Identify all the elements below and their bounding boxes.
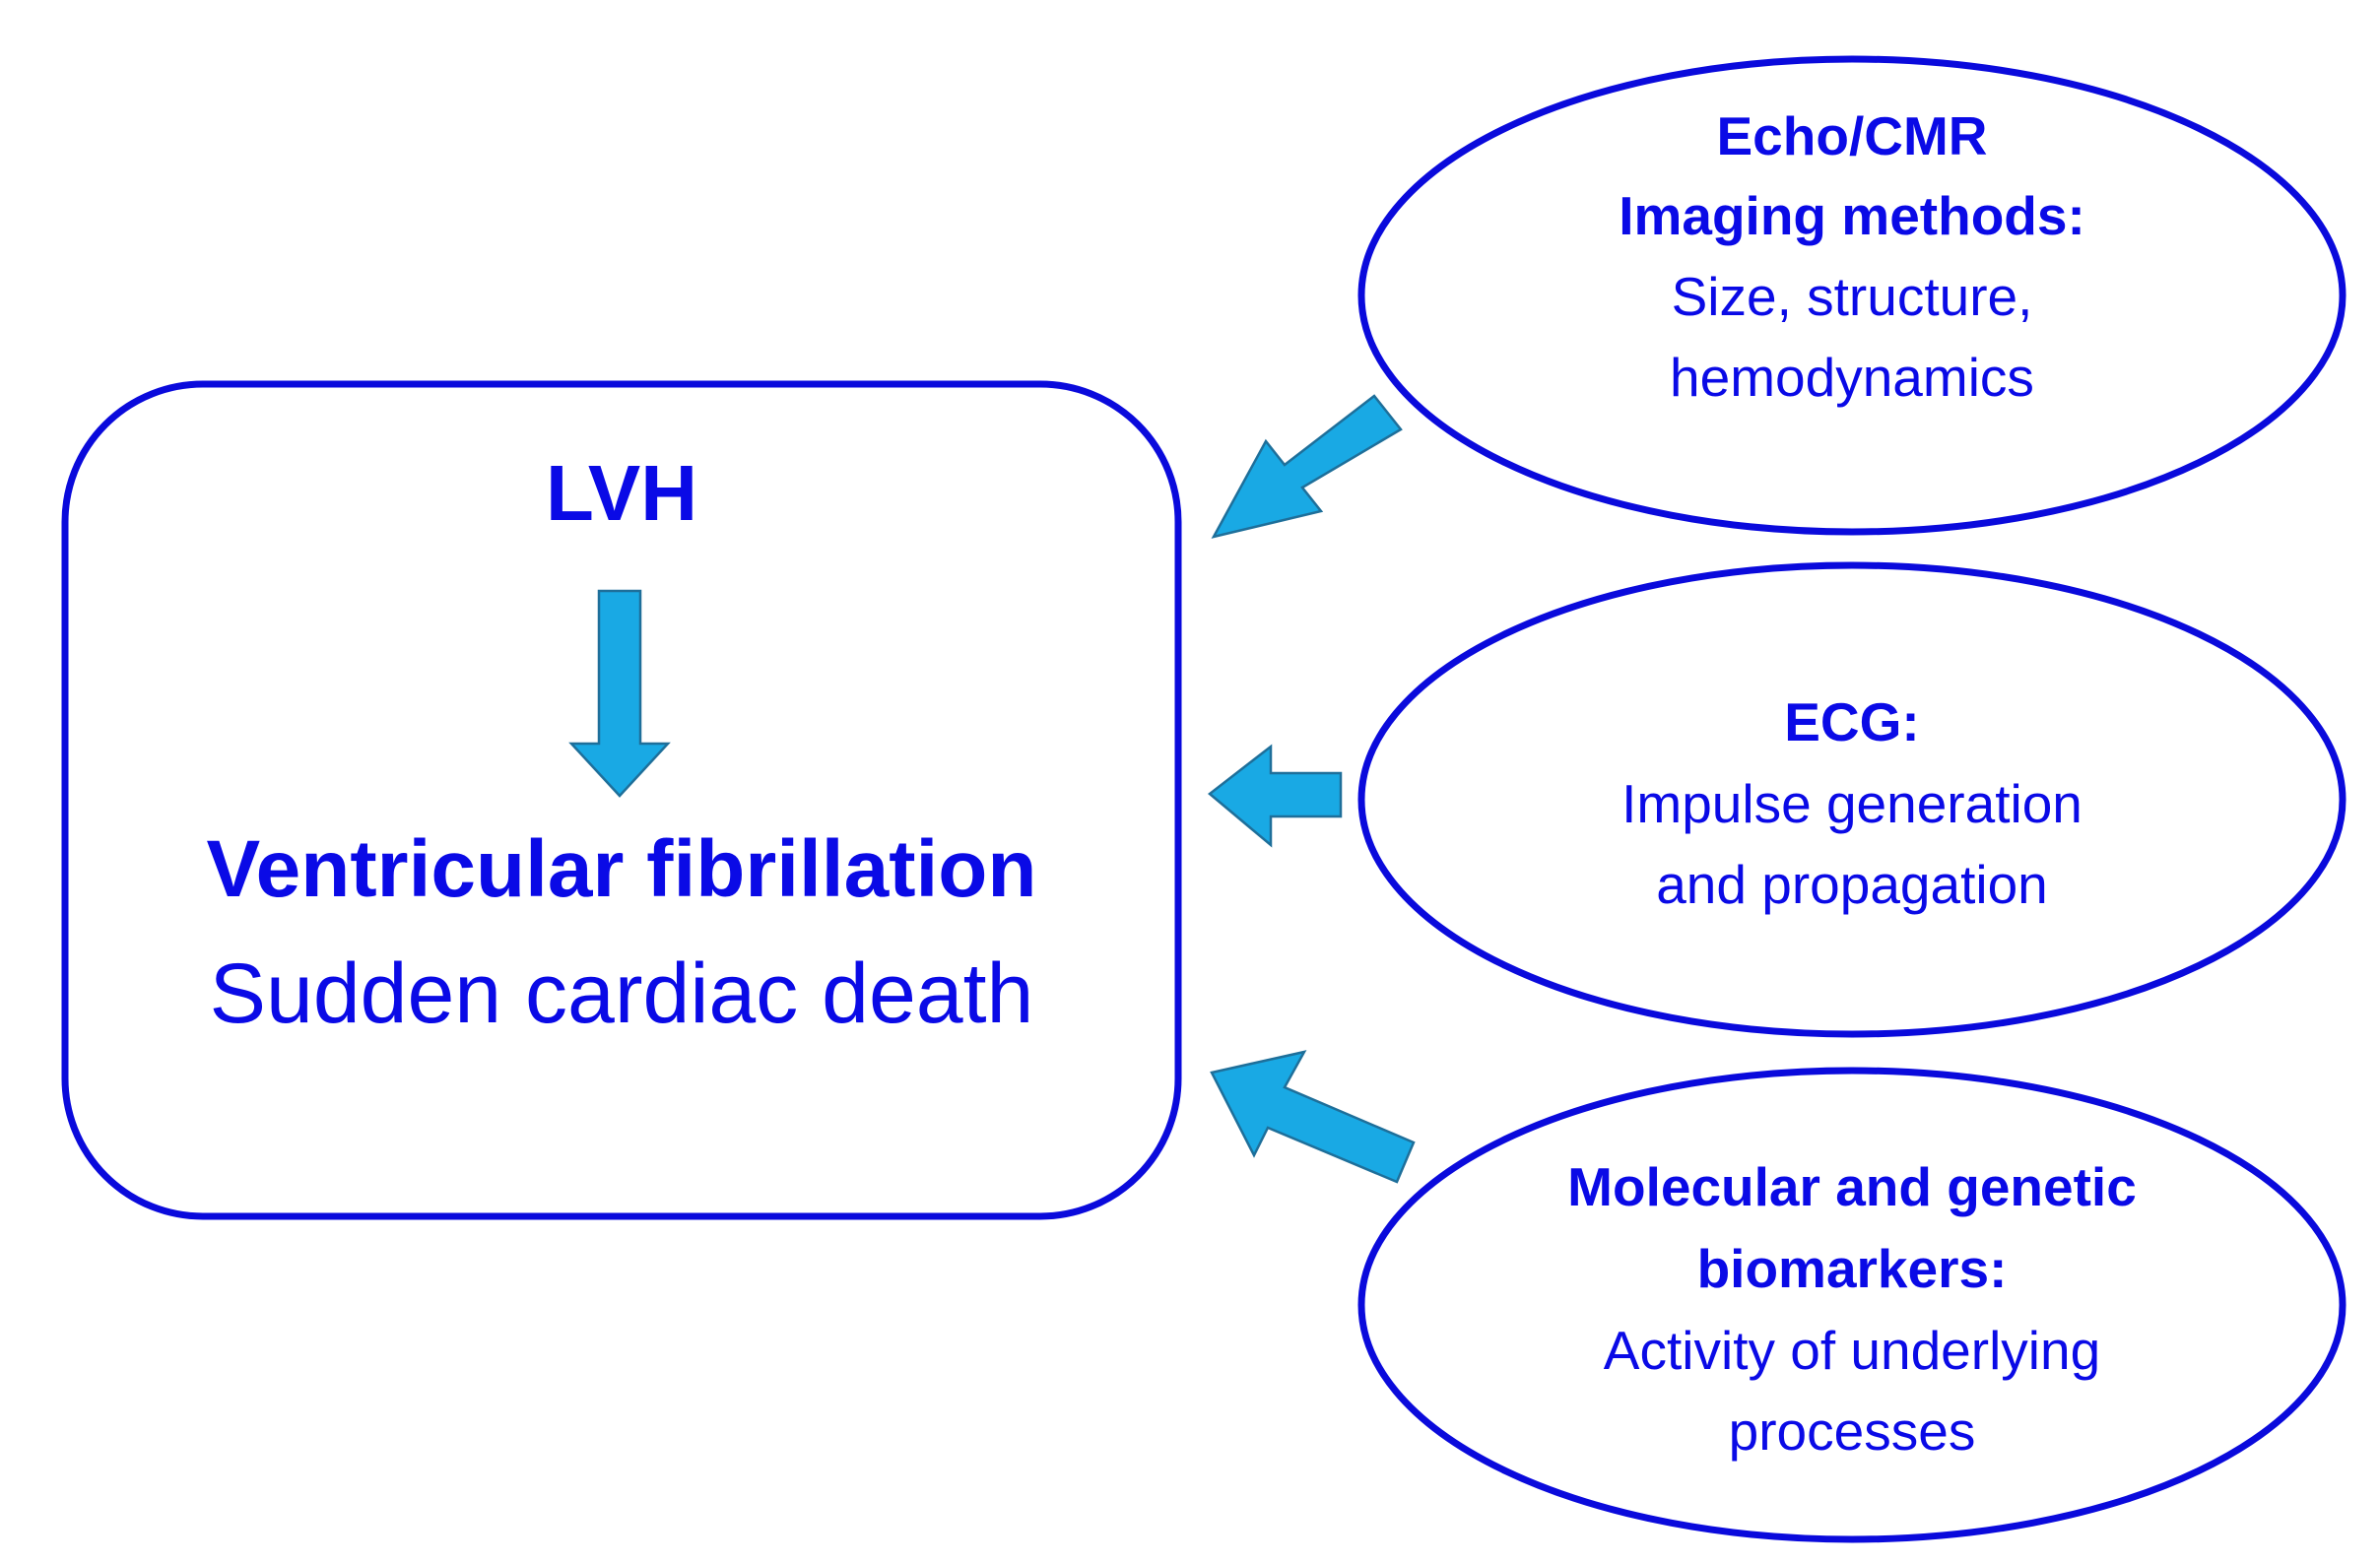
ellipse-heading: ECG: [1784, 691, 1920, 752]
ellipse-heading: Echo/CMR [1717, 105, 1988, 166]
biomarkers-ellipse: Molecular and genetic biomarkers: Activi… [1357, 1067, 2347, 1543]
lvh-title: LVH [546, 449, 697, 537]
arrow-biomarkers-to-box [1210, 1050, 1416, 1184]
sudden-cardiac-death-label: Sudden cardiac death [210, 946, 1034, 1041]
imaging-methods-ellipse: Echo/CMR Imaging methods: Size, structur… [1357, 55, 2347, 536]
ellipse-body: and propagation [1656, 854, 2048, 915]
ellipse-border [1357, 55, 2347, 536]
ellipse-body: Size, structure, [1672, 266, 2033, 327]
ellipse-body: Activity of underlying [1604, 1320, 2100, 1381]
ellipse-body: Impulse generation [1621, 773, 2082, 834]
ellipse-heading: Molecular and genetic [1567, 1156, 2137, 1217]
diagonal-arrow-icon [1210, 1050, 1416, 1184]
ellipse-border [1357, 561, 2347, 1038]
arrow-ecg-to-box [1208, 744, 1343, 848]
diagonal-arrow-icon [1211, 394, 1403, 539]
left-arrow-icon [1208, 744, 1343, 848]
main-box: LVH Ventricular fibrillation Sudden card… [61, 380, 1182, 1220]
ventricular-fibrillation-label: Ventricular fibrillation [207, 824, 1037, 914]
ellipse-body: hemodynamics [1670, 347, 2034, 408]
down-arrow-icon [568, 589, 671, 798]
ellipse-body: processes [1729, 1401, 1976, 1462]
ellipse-heading: Imaging methods: [1619, 185, 2085, 246]
arrow-imaging-to-box [1211, 394, 1403, 539]
main-box-border [61, 380, 1182, 1220]
ellipse-heading: biomarkers: [1697, 1238, 2008, 1299]
ellipse-border [1357, 1067, 2347, 1543]
ecg-ellipse: ECG: Impulse generation and propagation [1357, 561, 2347, 1038]
